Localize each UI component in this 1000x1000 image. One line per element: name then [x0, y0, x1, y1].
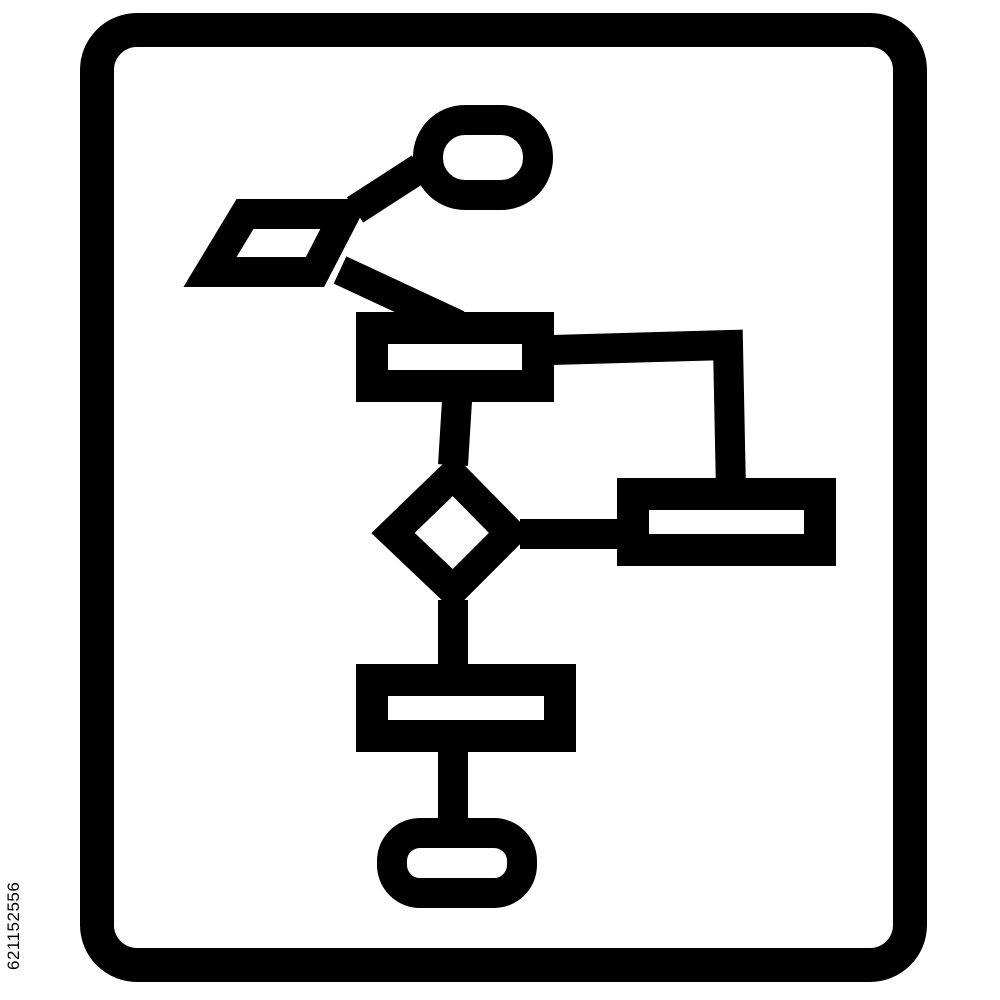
connector-process-to-side-box — [551, 329, 746, 493]
start-terminator-shape — [413, 105, 553, 210]
process-box-side — [617, 478, 836, 566]
end-terminator-shape — [377, 818, 537, 908]
stock-image-id: 621152556 — [4, 881, 23, 970]
process-box-upper — [356, 312, 554, 402]
document-frame — [80, 13, 927, 982]
process-box-lower — [356, 664, 576, 752]
input-parallelogram-shape — [183, 199, 370, 287]
decision-diamond-shape — [371, 453, 532, 611]
